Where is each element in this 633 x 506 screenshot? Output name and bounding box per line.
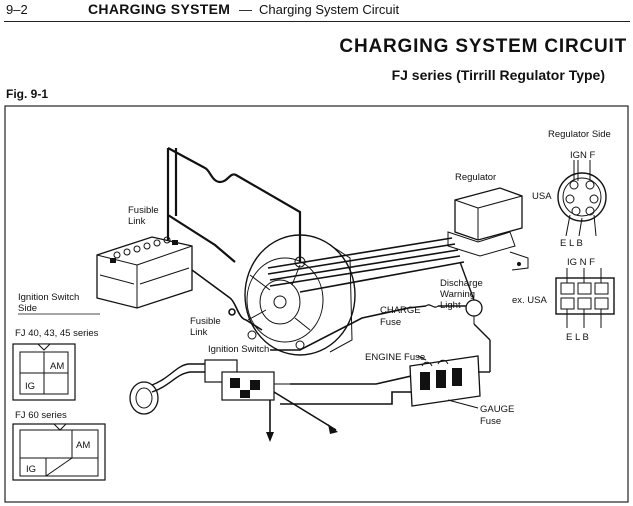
ignition-switch <box>129 359 338 442</box>
charge-fuse: CHARGE Fuse <box>380 304 466 328</box>
charge-fuse-label-line1: CHARGE <box>380 305 421 316</box>
usa-connector: IGN F E L B <box>557 150 607 249</box>
fj60-ig-label: IG <box>26 464 36 475</box>
fj40-am-label: AM <box>50 361 64 372</box>
fj60-ignition-connector: AM IG <box>12 423 106 481</box>
fj60-am-label: AM <box>76 440 90 451</box>
figure-label: Fig. 9-1 <box>6 87 49 101</box>
fj40-ignition-connector: AM IG <box>12 343 76 401</box>
harness-wires <box>267 237 465 293</box>
fuse-block: ENGINE Fuse GAUGE Fuse <box>365 352 514 427</box>
ignition-switch-label: Ignition Switch <box>208 344 269 355</box>
ex-usa-pins-bottom-label: E L B <box>566 332 589 343</box>
regulator-side-label: Regulator Side <box>548 129 611 140</box>
ex-usa-pins-top-label: IG N F <box>567 257 595 268</box>
discharge-label-line3: Light <box>440 300 461 311</box>
engine-fuse-label: ENGINE Fuse <box>365 352 425 363</box>
battery <box>96 236 193 309</box>
header-dash: — <box>239 2 252 17</box>
usa-pins-bottom-label: E L B <box>560 238 583 249</box>
gauge-fuse-label-line2: Fuse <box>480 416 501 427</box>
discharge-label-line1: Discharge <box>440 278 483 289</box>
ignition-switch-side-label-line2: Side <box>18 303 37 314</box>
fusible-link-2-label-line2: Link <box>190 327 208 338</box>
page-title: CHARGING SYSTEM CIRCUIT <box>339 36 627 57</box>
ignition-feed-wire <box>191 269 263 331</box>
fj60-series-label: FJ 60 series <box>15 410 67 421</box>
charge-fuse-label-line2: Fuse <box>380 317 401 328</box>
section-title: CHARGING SYSTEM <box>88 1 231 17</box>
ex-usa-connector: IG N F E L B <box>555 257 615 343</box>
usa-label: USA <box>532 191 552 202</box>
gauge-fuse-label-line1: GAUGE <box>480 404 514 415</box>
page-subtitle: FJ series (Tirrill Regulator Type) <box>391 67 605 83</box>
regulator-label: Regulator <box>455 172 496 183</box>
battery-main-wire <box>166 147 302 263</box>
fj40-series-label: FJ 40, 43, 45 series <box>15 328 99 339</box>
fusible-link-1-label-line2: Link <box>128 216 146 227</box>
discharge-label-line2: Warning <box>440 289 475 300</box>
fj40-ig-label: IG <box>25 381 35 392</box>
subsection-title: Charging System Circuit <box>259 2 400 17</box>
usa-pins-top-label: IGN F <box>570 150 596 161</box>
ignition-switch-side-label-line1: Ignition Switch <box>18 292 79 303</box>
fusible-link-1-label-line1: Fusible <box>128 205 159 216</box>
header-rule <box>4 21 630 22</box>
figure-frame <box>4 105 629 503</box>
regulator-unit: Regulator <box>447 172 529 271</box>
discharge-warning-light: Discharge Warning Light <box>440 261 491 372</box>
fusible-link-2-label-line1: Fusible <box>190 316 221 327</box>
page-number: 9–2 <box>6 2 28 17</box>
ex-usa-label: ex. USA <box>512 295 548 306</box>
